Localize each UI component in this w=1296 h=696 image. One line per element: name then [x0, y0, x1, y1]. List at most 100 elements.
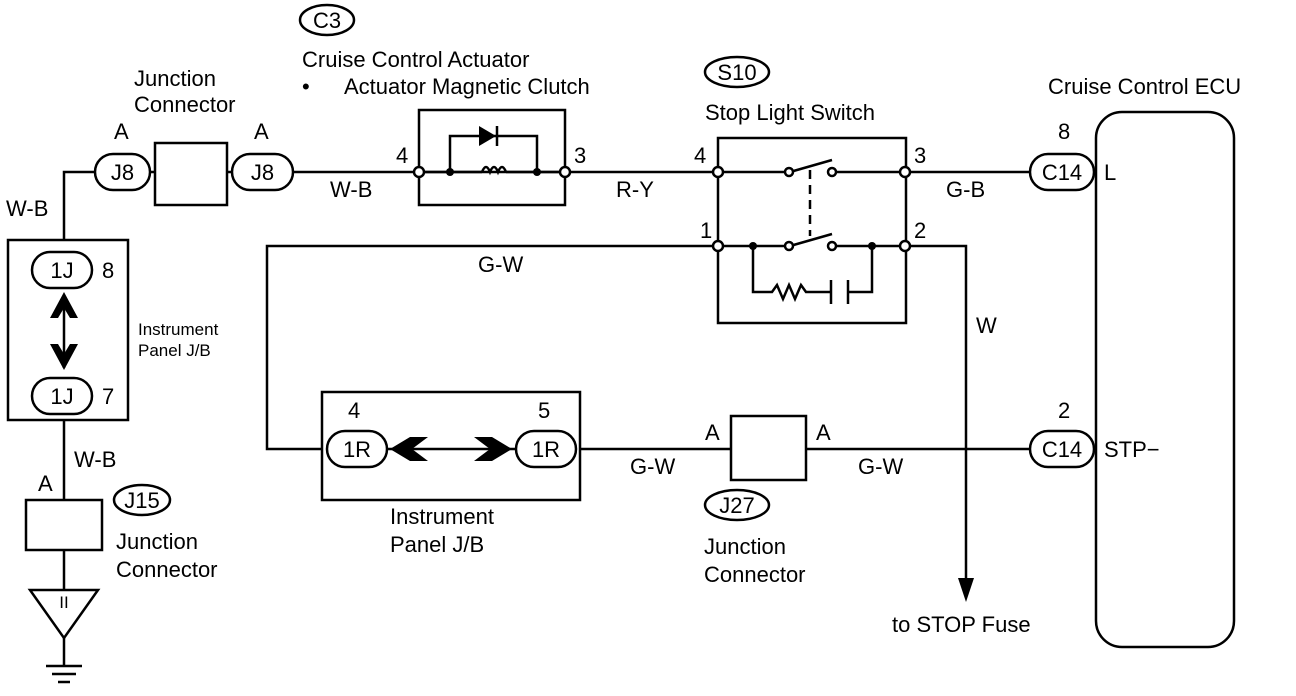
cruise-control-actuator: C3 Cruise Control Actuator • Actuator Ma… — [298, 3, 590, 207]
junction-connector-j27: A A J27 Junction Connector — [703, 414, 831, 587]
switch-pin4: 4 — [694, 143, 706, 168]
ipjb-bottom-arrow-right-icon — [474, 437, 512, 461]
switch-terminal-3 — [898, 165, 912, 179]
ipjb-left-top-pin: 8 — [102, 258, 114, 283]
j8-left-pin: A — [114, 119, 129, 144]
switch-terminal-2 — [898, 239, 912, 253]
instrument-panel-jb-bottom: 4 5 1R 1R Instrument Panel J/B — [320, 390, 582, 557]
wire-w — [905, 244, 968, 590]
ipjb-left-top-connector-label: 1J — [50, 258, 73, 283]
switch-node-right — [868, 242, 876, 250]
switch-top-contact-b — [826, 166, 838, 178]
j15-label-line2: Connector — [116, 557, 218, 582]
stop-fuse-arrow — [958, 578, 974, 602]
j27-body — [729, 414, 808, 482]
wires — [62, 170, 1030, 602]
j8-left-connector-label: J8 — [111, 160, 134, 185]
switch-top-contact-a — [783, 166, 795, 178]
switch-resistor-branch — [751, 246, 874, 303]
ecu-connector-top-label: C14 — [1042, 160, 1082, 185]
switch-title: Stop Light Switch — [705, 100, 875, 125]
ipjb-left-arrow-down-icon — [50, 344, 78, 370]
ipjb-bottom-label-line1: Instrument — [390, 504, 494, 529]
switch-bottom-contact-b — [826, 240, 838, 252]
j15-pin: A — [38, 471, 53, 496]
switch-pin1: 1 — [700, 218, 712, 243]
wire-label-gb: G-B — [946, 177, 985, 202]
j27-label-line2: Connector — [704, 562, 806, 587]
switch-node-left — [749, 242, 757, 250]
ecu-pin-top: 8 — [1058, 119, 1070, 144]
ecu-terminal-top: L — [1104, 160, 1116, 185]
ipjb-bottom-arrow-left-icon — [390, 437, 428, 461]
wire-label-gw-bottom-right: G-W — [858, 454, 903, 479]
wire-wb-left-top — [62, 170, 95, 248]
ecu-connector-bottom-label: C14 — [1042, 437, 1082, 462]
wire-label-gw-top: G-W — [478, 252, 523, 277]
switch-pin3: 3 — [914, 143, 926, 168]
wire-label-ry: R-Y — [616, 177, 654, 202]
ecu-connector-bottom — [1028, 429, 1096, 469]
actuator-node-right — [533, 168, 541, 176]
j8-right-connector — [230, 152, 295, 192]
j27-label-line1: Junction — [704, 534, 786, 559]
ipjb-left-label-line1: Instrument — [138, 320, 219, 339]
ipjb-bottom-right-pin: 5 — [538, 398, 550, 423]
actuator-body — [417, 108, 567, 207]
actuator-title: Cruise Control Actuator — [302, 47, 529, 72]
switch-bottom-blade — [789, 232, 833, 248]
actuator-terminal-right — [558, 165, 572, 179]
switch-pin2: 2 — [914, 218, 926, 243]
stop-fuse-label: to STOP Fuse — [892, 612, 1031, 637]
actuator-terminal-left — [412, 165, 426, 179]
actuator-node-left — [446, 168, 454, 176]
ecu-pin-bottom: 2 — [1058, 398, 1070, 423]
j15-code-circle — [112, 483, 172, 517]
ground-triangle-icon — [27, 588, 101, 641]
j27-code-circle — [703, 488, 771, 522]
actuator-bullet: • — [302, 74, 310, 99]
ipjb-left-arrow-up-icon — [50, 292, 78, 318]
switch-terminal-1 — [711, 239, 725, 253]
ecu-body — [1094, 110, 1236, 649]
ipjb-left-bottom-connector — [30, 376, 94, 416]
j15-code: J15 — [124, 488, 159, 513]
ipjb-left-bottom-connector-label: 1J — [50, 384, 73, 409]
j27-left-pin: A — [705, 420, 720, 445]
wire-label-gw-bottom-left: G-W — [630, 454, 675, 479]
actuator-pin-left: 4 — [396, 143, 408, 168]
switch-terminal-4 — [711, 165, 725, 179]
ipjb-bottom-label-line2: Panel J/B — [390, 532, 484, 557]
ipjb-bottom-right-connector-label: 1R — [532, 437, 560, 462]
cruise-control-ecu: Cruise Control ECU 8 C14 L 2 C14 STP− — [1028, 74, 1241, 649]
ipjb-left-top-connector — [30, 250, 94, 290]
ground-symbol: II — [27, 588, 101, 684]
ecu-connector-top — [1028, 152, 1096, 192]
j8-left-connector — [93, 152, 152, 192]
junction-connector-j8: Junction Connector A A J8 J8 — [93, 66, 295, 207]
stop-light-switch: S10 Stop Light Switch 4 3 1 2 — [694, 55, 926, 325]
ipjb-left-bottom-pin: 7 — [102, 384, 114, 409]
actuator-code: C3 — [313, 8, 341, 33]
j8-body — [153, 141, 229, 207]
ecu-terminal-bottom: STP− — [1104, 437, 1160, 462]
j15-label-line1: Junction — [116, 529, 198, 554]
actuator-code-circle — [298, 3, 356, 37]
wire-label-wb-bottom: W-B — [74, 447, 116, 472]
actuator-subtitle: Actuator Magnetic Clutch — [344, 74, 590, 99]
j15-body — [24, 498, 104, 552]
switch-bottom-contact-a — [783, 240, 795, 252]
switch-top-blade — [789, 158, 833, 174]
j8-title-line1: Junction — [134, 66, 216, 91]
j27-right-pin: A — [816, 420, 831, 445]
ground-mark: II — [59, 593, 68, 612]
wire-gw-top — [265, 244, 718, 451]
actuator-pin-right: 3 — [574, 143, 586, 168]
actuator-diode-icon — [479, 126, 496, 146]
ipjb-bottom-left-pin: 4 — [348, 398, 360, 423]
wire-label-wb-top: W-B — [6, 196, 48, 221]
j8-right-pin: A — [254, 119, 269, 144]
ipjb-bottom-left-connector-label: 1R — [343, 437, 371, 462]
j8-title-line2: Connector — [134, 92, 236, 117]
